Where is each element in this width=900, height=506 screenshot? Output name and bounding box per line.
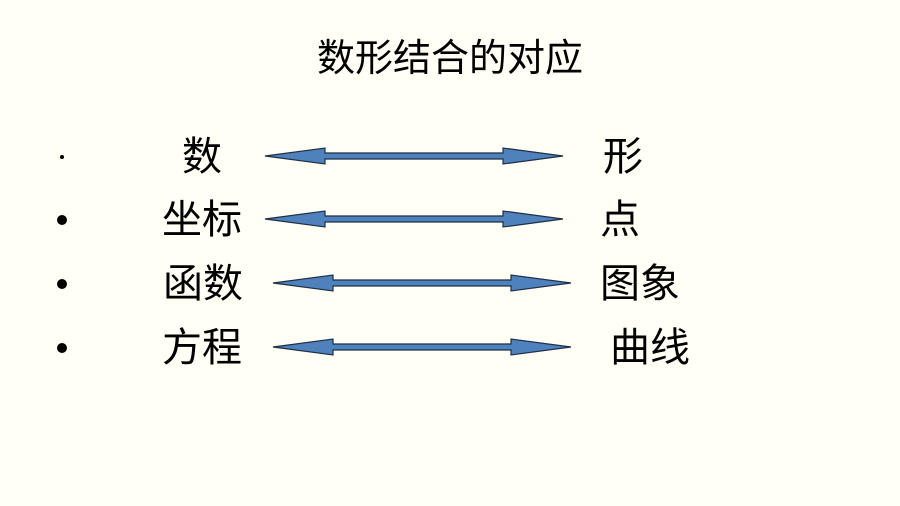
- correspondence-row: 数 形: [0, 129, 900, 185]
- bullet-dot-icon: [52, 256, 72, 312]
- bullet-dot-icon: [52, 320, 72, 376]
- left-term: 函数: [163, 261, 243, 307]
- right-term: 点: [600, 197, 640, 243]
- left-term: 数: [182, 134, 222, 180]
- left-term: 坐标: [162, 197, 242, 243]
- left-term: 方程: [162, 325, 242, 371]
- bullet-dot-icon: [52, 192, 72, 248]
- correspondence-row: 方程 曲线: [0, 320, 900, 376]
- double-headed-arrow-icon: [264, 147, 564, 165]
- double-headed-arrow-icon: [272, 338, 572, 356]
- correspondence-row: 坐标 点: [0, 192, 900, 248]
- right-term: 形: [603, 134, 643, 180]
- correspondence-row: 函数 图象: [0, 256, 900, 312]
- double-headed-arrow-icon: [272, 274, 572, 292]
- right-term: 图象: [600, 261, 680, 307]
- right-term: 曲线: [610, 325, 690, 371]
- bullet-dot-icon: [52, 129, 72, 185]
- double-headed-arrow-icon: [264, 210, 564, 228]
- slide-title: 数形结合的对应: [316, 36, 583, 80]
